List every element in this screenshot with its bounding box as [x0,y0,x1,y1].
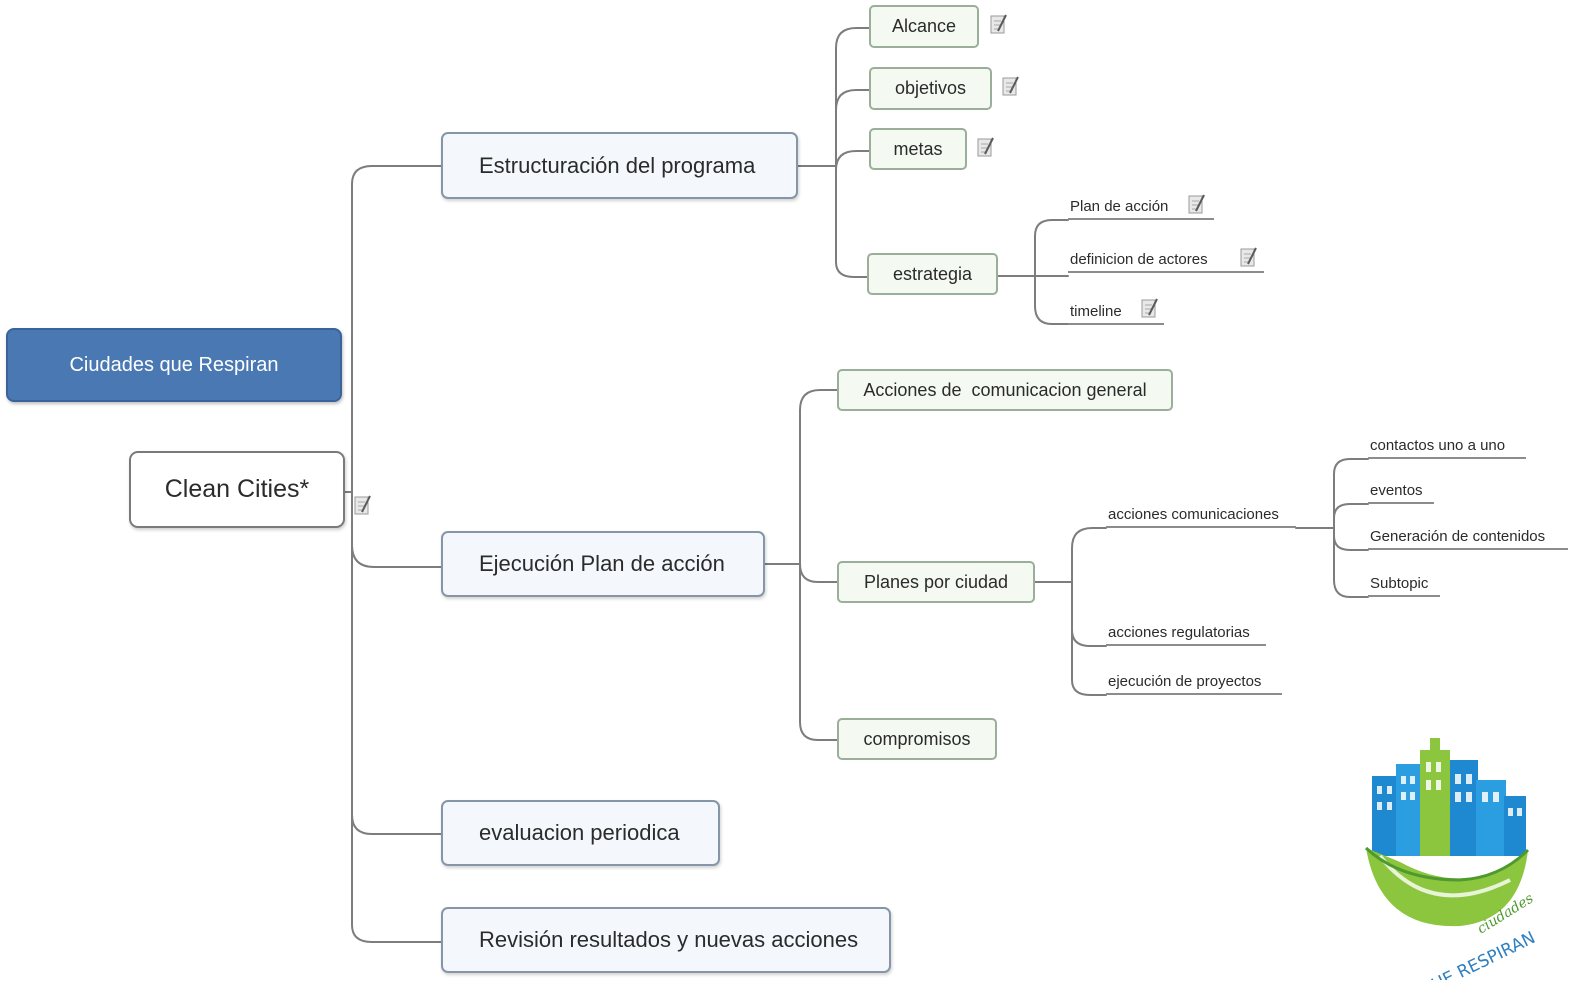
leaf-plan-accion-label: Plan de acción [1070,198,1169,215]
connector-plan-accion [1034,219,1069,237]
subtopic-estrategia[interactable]: estrategia [867,253,998,295]
connector-acciones-com-general [799,389,839,411]
leaf-definicion-actores[interactable]: definicion de actores [1068,252,1264,273]
title-box-label: Ciudades que Respiran [69,353,279,376]
leaf-acciones-comunicaciones-label: acciones comunicaciones [1108,506,1279,523]
leaf-acciones-regulatorias[interactable]: acciones regulatorias [1106,625,1266,646]
subtopic-estrategia-label: estrategia [892,263,973,284]
topic-revision-label: Revisión resultados y nuevas acciones [479,927,859,952]
leaf-subtopic-label: Subtopic [1370,575,1429,592]
connector-trunk-vertical [351,183,443,943]
leaf-generacion-contenidos[interactable]: Generación de contenidos [1368,529,1568,550]
connector-objetivos [835,89,871,111]
subtopic-objetivos-label: objetivos [894,78,967,98]
topic-revision[interactable]: Revisión resultados y nuevas acciones [441,907,891,973]
subtopic-planes-ciudad-label: Planes por ciudad [863,571,1009,592]
leaf-acciones-regulatorias-label: acciones regulatorias [1108,624,1250,641]
connector-compromisos [799,721,839,741]
connector-ejecucion [351,544,443,568]
leaf-timeline-label: timeline [1070,303,1122,320]
connector-estrategia [835,261,869,278]
leaf-acciones-comunicaciones[interactable]: acciones comunicaciones [1106,507,1296,528]
connector-acciones-regulatorias [1071,629,1107,647]
connector-planes [799,563,839,583]
connector-subtopic [1333,579,1369,598]
subtopic-alcance[interactable]: Alcance [869,5,979,48]
connector-timeline [1034,305,1069,325]
connector-acciones-comunicaciones [1071,527,1107,549]
topic-evaluacion[interactable]: evaluacion periodica [441,800,720,866]
connector-generacion [1333,535,1369,551]
subtopic-metas[interactable]: metas [869,128,967,170]
topic-ejecucion[interactable]: Ejecución Plan de acción [441,531,765,597]
connector-contactos [1333,458,1369,475]
subtopic-acciones-comunicacion-general[interactable]: Acciones de comunicacion general [837,369,1173,411]
note-icon[interactable] [352,494,374,518]
note-icon[interactable] [988,13,1010,37]
leaf-contactos-label: contactos uno a uno [1370,437,1506,454]
connector-eventos [1333,503,1369,519]
subtopic-planes-ciudad[interactable]: Planes por ciudad [837,561,1035,603]
leaf-eventos-label: eventos [1370,482,1423,499]
note-icon[interactable] [1139,297,1161,321]
leaf-eventos[interactable]: eventos [1368,483,1434,504]
leaf-subtopic[interactable]: Subtopic [1368,576,1440,597]
subtopic-alcance-label: Alcance [891,16,957,36]
connector-ejecucion-proyectos [1071,679,1107,696]
note-icon[interactable] [1000,75,1022,99]
leaf-ejecucion-proyectos-label: ejecución de proyectos [1108,673,1262,690]
leaf-generacion-contenidos-label: Generación de contenidos [1370,528,1546,545]
subtopic-metas-label: metas [893,138,943,159]
topic-evaluacion-label: evaluacion periodica [479,820,680,845]
topic-ejecucion-label: Ejecución Plan de acción [479,551,725,576]
subtopic-acciones-comunicacion-general-label: Acciones de comunicacion general [863,379,1147,400]
leaf-plan-accion[interactable]: Plan de acción [1068,199,1214,220]
topic-estructuracion-label: Estructuración del programa [479,152,756,178]
leaf-contactos[interactable]: contactos uno a uno [1368,438,1526,459]
title-box[interactable]: Ciudades que Respiran [6,328,342,402]
root-topic[interactable]: Clean Cities* [129,451,345,528]
connector-evaluacion [351,814,443,835]
logo-text: QUE RESPIRAN [1417,928,1539,980]
ciudades-que-respiran-logo: ciudades QUE RESPIRAN [1360,730,1570,987]
connector-alcance [835,27,871,49]
leaf-definicion-actores-label: definicion de actores [1070,251,1208,268]
subtopic-objetivos[interactable]: objetivos [869,67,992,110]
leaf-ejecucion-proyectos[interactable]: ejecución de proyectos [1106,674,1282,695]
connector-root-trunk [351,165,443,185]
note-icon[interactable] [1238,246,1260,270]
connector-metas [835,150,871,171]
root-topic-label: Clean Cities* [164,475,310,503]
topic-estructuracion[interactable]: Estructuración del programa [441,132,798,199]
leaf-timeline[interactable]: timeline [1068,304,1164,325]
note-icon[interactable] [975,136,997,160]
logo-graphic: ciudades QUE RESPIRAN [1364,738,1539,987]
note-icon[interactable] [1186,193,1208,217]
subtopic-compromisos-label: compromisos [863,728,971,749]
subtopic-compromisos[interactable]: compromisos [837,718,997,760]
